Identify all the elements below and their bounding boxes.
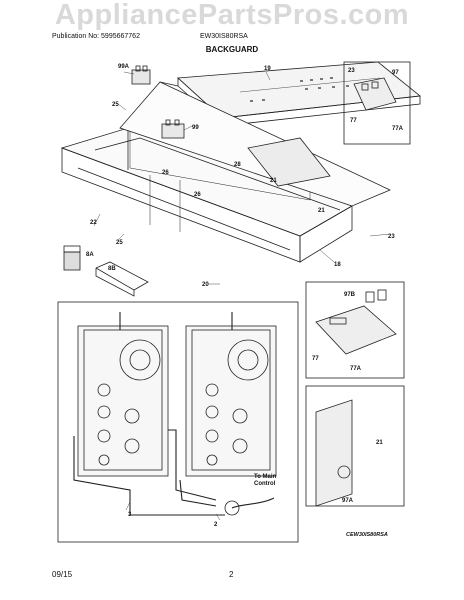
callout-77a-top: 77A (392, 126, 404, 132)
callout-26-a: 26 (162, 170, 169, 176)
callout-8a: 8A (86, 252, 94, 258)
callout-77-mid: 77 (312, 356, 319, 362)
inset-board-97b (305, 281, 405, 379)
callout-99: 99 (192, 125, 199, 131)
publication-number: Publication No: 5995667762 (52, 33, 140, 40)
page-title: BACKGUARD (205, 45, 259, 54)
callout-77a-mid: 77A (350, 366, 362, 372)
callout-21-c: 21 (376, 440, 383, 446)
callout-25-top: 25 (112, 102, 119, 108)
relay-99a-part (131, 65, 151, 85)
element-board-left (77, 325, 169, 477)
bracket-8b-part (95, 261, 149, 297)
bracket-8a-part (63, 245, 81, 271)
reference-code: CEW30IS80RSA (346, 532, 388, 538)
callout-97b: 97B (344, 292, 356, 298)
callout-2: 2 (214, 522, 218, 528)
footer-page: 2 (229, 570, 234, 579)
model-number: EW30IS80RSA (200, 33, 248, 40)
callout-26-b: 26 (194, 192, 201, 198)
callout-20: 20 (202, 282, 209, 288)
wire-harness (73, 312, 275, 516)
callout-77-top: 77 (350, 118, 357, 124)
callout-21-b: 21 (318, 208, 325, 214)
callout-23-top: 23 (348, 68, 355, 74)
inset-board-97a (305, 385, 405, 507)
element-board-right (185, 325, 277, 477)
relay-99-part (161, 119, 185, 139)
control-connector (224, 500, 240, 516)
callout-97a: 97A (342, 498, 354, 504)
watermark: AppliancePartsPros.com (54, 0, 410, 31)
board-28-part (247, 137, 331, 187)
callout-23-mid: 23 (388, 234, 395, 240)
callout-19: 19 (264, 66, 271, 72)
callout-97-top: 97 (392, 70, 399, 76)
callout-25-mid: 25 (116, 240, 123, 246)
callout-21-a: 21 (270, 178, 277, 184)
callout-3: 3 (128, 512, 132, 518)
wiring-inset (57, 301, 299, 543)
callout-28: 28 (234, 162, 241, 168)
callout-99a: 99A (118, 64, 130, 70)
callout-8b: 8B (108, 266, 116, 272)
callout-22: 22 (90, 220, 97, 226)
callout-18: 18 (334, 262, 341, 268)
footer-date: 09/15 (52, 570, 73, 579)
inset-board-97 (343, 61, 411, 145)
